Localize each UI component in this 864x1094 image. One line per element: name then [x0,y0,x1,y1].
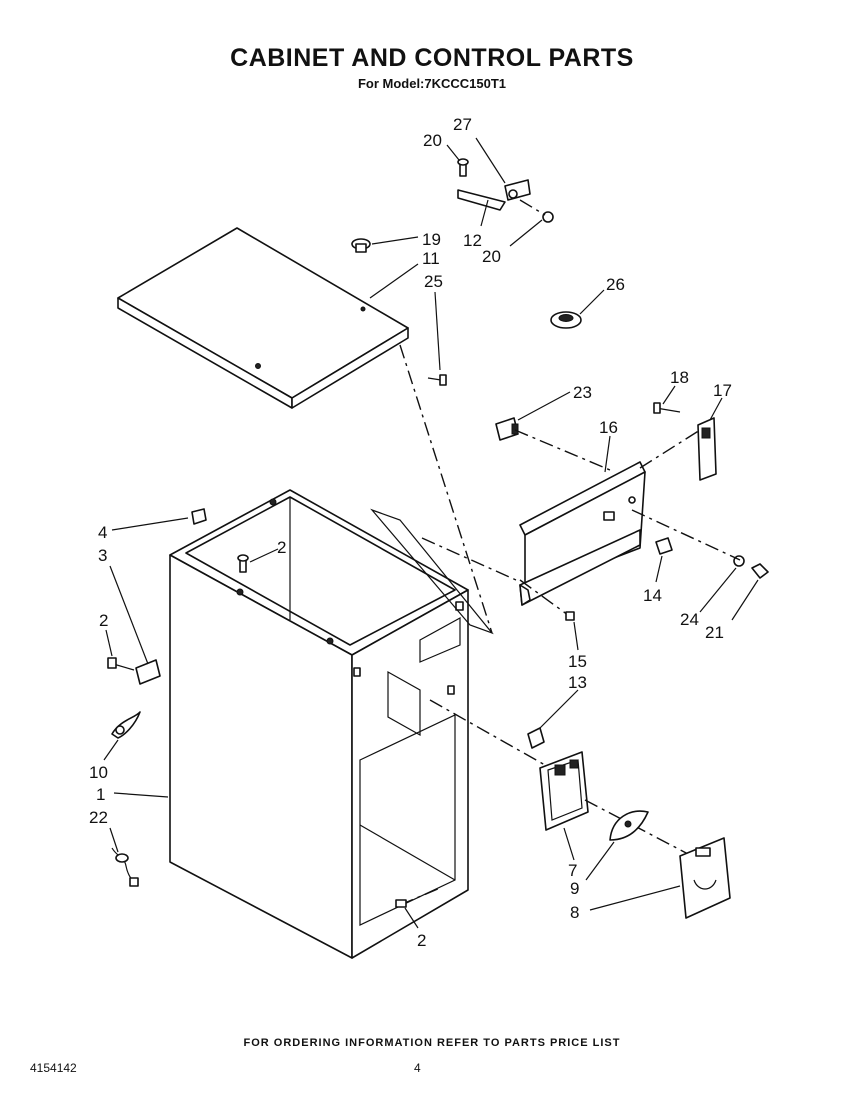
callout-17: 17 [713,381,732,400]
control-dial [609,810,649,841]
callout-7: 7 [568,861,577,880]
callout-2: 2 [99,611,108,630]
callout-22: 22 [89,808,108,827]
clip-part [527,727,545,749]
lid-top-cover [117,227,409,409]
control-panel [519,461,646,606]
callout-9: 9 [570,879,579,898]
control-housing [539,751,589,831]
clip-part [655,537,673,555]
clip-part [191,508,207,525]
power-cord-part [111,847,139,887]
callout-4: 4 [98,523,107,542]
callout-16: 16 [599,418,618,437]
screw-part [519,579,575,621]
callout-20: 20 [482,247,501,266]
bumper-part [351,238,371,253]
callout-3: 3 [98,546,107,565]
callout-21: 21 [705,623,724,642]
control-knob [733,555,769,579]
callout-23: 23 [573,383,592,402]
callout-2: 2 [417,931,426,950]
callout-8: 8 [570,903,579,922]
callout-2: 2 [277,538,286,557]
cord-clamp [111,711,141,739]
callout-26: 26 [606,275,625,294]
side-bracket [107,657,161,685]
leader-lines [103,137,759,929]
screw-part [427,374,447,386]
ordering-note: FOR ORDERING INFORMATION REFER TO PARTS … [243,1037,621,1049]
callout-10: 10 [89,763,108,782]
callout-18: 18 [670,368,689,387]
cabinet-body [169,489,469,959]
switch-part [495,417,519,441]
page-title: CABINET AND CONTROL PARTS [230,44,634,72]
callout-25: 25 [424,272,443,291]
callout-24: 24 [680,610,699,629]
callout-1: 1 [96,785,105,804]
model-subtitle: For Model:7KCCC150T1 [357,76,507,91]
page-number: 4 [414,1061,421,1075]
screw-part [395,887,441,908]
callout-numbers: 27 20 12 20 19 11 25 26 18 17 23 16 4 2 … [89,115,732,950]
callout-14: 14 [643,586,662,605]
callout-11: 11 [422,249,440,268]
control-cover [679,837,731,919]
screw-part [237,554,249,573]
hinge-bracket [457,158,554,223]
document-number: 4154142 [30,1061,77,1075]
callout-20: 20 [423,131,442,150]
thermostat-bracket [653,402,717,481]
callout-27: 27 [453,115,472,134]
callout-19: 19 [422,230,441,249]
callout-12: 12 [463,231,482,250]
grommet-part [550,311,582,329]
callout-15: 15 [568,652,587,671]
callout-13: 13 [568,673,587,692]
